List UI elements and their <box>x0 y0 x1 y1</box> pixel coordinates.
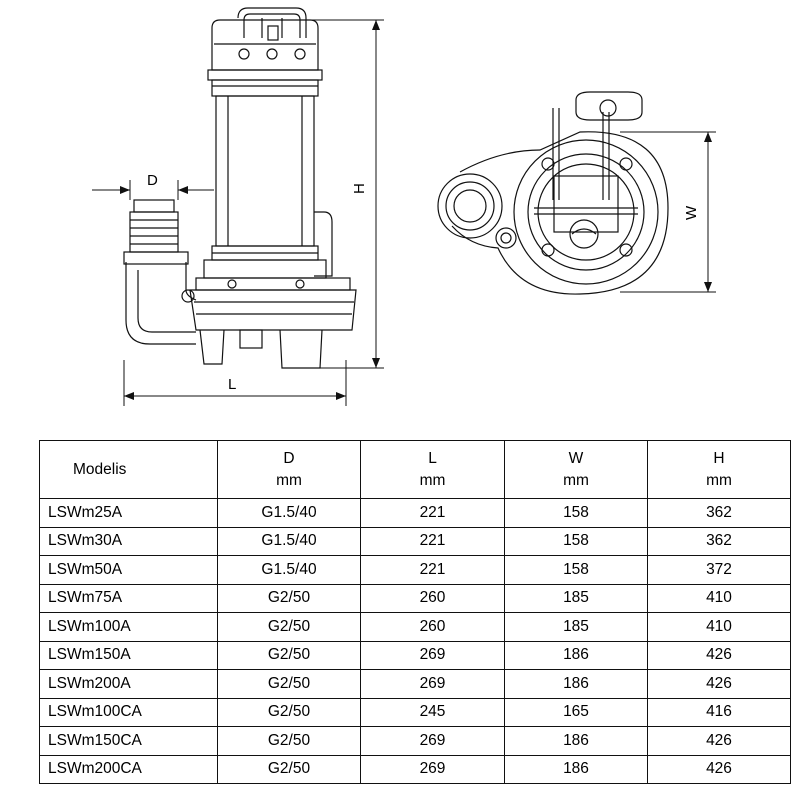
cell-h: 426 <box>647 640 791 670</box>
cell-d: G1.5/40 <box>217 498 361 528</box>
cell-l: 269 <box>360 640 505 670</box>
dimension-h <box>300 19 384 369</box>
table-row: LSWm150CA G2/50 269 186 426 <box>39 726 791 756</box>
cell-l: 221 <box>360 555 505 585</box>
header-h-label: H <box>713 449 725 467</box>
table-row: LSWm25A G1.5/40 221 158 362 <box>39 498 791 528</box>
cell-model: LSWm150A <box>39 640 218 670</box>
header-h: H mm <box>647 440 791 499</box>
header-d-unit: mm <box>276 471 302 489</box>
cell-model: LSWm30A <box>39 526 218 556</box>
cell-d: G2/50 <box>217 583 361 613</box>
header-d: D mm <box>217 440 361 499</box>
cell-model: LSWm75A <box>39 583 218 613</box>
cell-model: LSWm200CA <box>39 754 218 784</box>
cell-d: G2/50 <box>217 697 361 727</box>
cell-w: 185 <box>504 612 648 642</box>
pump-dimension-drawing: D H L W <box>92 7 716 406</box>
cell-model: LSWm25A <box>39 498 218 528</box>
dimension-label-d: D <box>147 172 158 189</box>
table-header-row: Modelis D mm L mm W mm H mm <box>39 440 791 499</box>
cell-d: G1.5/40 <box>217 555 361 585</box>
dimension-label-w: W <box>683 205 700 220</box>
table-row: LSWm75A G2/50 260 185 410 <box>39 583 791 613</box>
cell-h: 426 <box>647 726 791 756</box>
cell-l: 221 <box>360 526 505 556</box>
cell-w: 186 <box>504 726 648 756</box>
cell-l: 269 <box>360 754 505 784</box>
cell-h: 362 <box>647 498 791 528</box>
pump-side-view <box>123 7 357 369</box>
cell-h: 362 <box>647 526 791 556</box>
cell-model: LSWm150CA <box>39 726 218 756</box>
cell-d: G2/50 <box>217 669 361 699</box>
cell-h: 416 <box>647 697 791 727</box>
cell-w: 185 <box>504 583 648 613</box>
cell-model: LSWm200A <box>39 669 218 699</box>
cell-d: G1.5/40 <box>217 526 361 556</box>
cell-w: 158 <box>504 498 648 528</box>
dimension-label-l: L <box>228 376 236 393</box>
table-row: LSWm50A G1.5/40 221 158 372 <box>39 555 791 585</box>
cell-model: LSWm50A <box>39 555 218 585</box>
cell-h: 410 <box>647 612 791 642</box>
cell-w: 186 <box>504 754 648 784</box>
header-l: L mm <box>360 440 505 499</box>
header-w-label: W <box>568 449 584 467</box>
cell-d: G2/50 <box>217 612 361 642</box>
table-row: LSWm200CA G2/50 269 186 426 <box>39 754 791 784</box>
cell-l: 260 <box>360 583 505 613</box>
table-row: LSWm150A G2/50 269 186 426 <box>39 640 791 670</box>
cell-w: 186 <box>504 640 648 670</box>
dimension-w <box>620 131 716 293</box>
cell-l: 260 <box>360 612 505 642</box>
cell-d: G2/50 <box>217 754 361 784</box>
cell-h: 426 <box>647 754 791 784</box>
header-h-unit: mm <box>706 471 732 489</box>
cell-d: G2/50 <box>217 640 361 670</box>
pump-top-view <box>437 91 669 295</box>
cell-w: 165 <box>504 697 648 727</box>
cell-h: 372 <box>647 555 791 585</box>
header-model-label: Modelis <box>73 460 127 478</box>
dimension-label-h: H <box>351 183 368 194</box>
header-d-label: D <box>283 449 295 467</box>
dimension-l <box>123 360 347 406</box>
cell-h: 410 <box>647 583 791 613</box>
table-row: LSWm100CA G2/50 245 165 416 <box>39 697 791 727</box>
cell-l: 269 <box>360 726 505 756</box>
cell-w: 158 <box>504 555 648 585</box>
dimension-table: Modelis D mm L mm W mm H mm LSWm25A G1.5… <box>39 440 791 784</box>
header-l-label: L <box>428 449 437 467</box>
header-model: Modelis <box>39 440 218 499</box>
table-row: LSWm100A G2/50 260 185 410 <box>39 612 791 642</box>
table-row: LSWm200A G2/50 269 186 426 <box>39 669 791 699</box>
header-l-unit: mm <box>419 471 446 489</box>
header-w: W mm <box>504 440 648 499</box>
header-w-unit: mm <box>563 471 589 489</box>
cell-h: 426 <box>647 669 791 699</box>
cell-l: 245 <box>360 697 505 727</box>
cell-l: 269 <box>360 669 505 699</box>
cell-l: 221 <box>360 498 505 528</box>
cell-w: 158 <box>504 526 648 556</box>
cell-d: G2/50 <box>217 726 361 756</box>
cell-model: LSWm100CA <box>39 697 218 727</box>
cell-w: 186 <box>504 669 648 699</box>
cell-model: LSWm100A <box>39 612 218 642</box>
table-row: LSWm30A G1.5/40 221 158 362 <box>39 526 791 556</box>
